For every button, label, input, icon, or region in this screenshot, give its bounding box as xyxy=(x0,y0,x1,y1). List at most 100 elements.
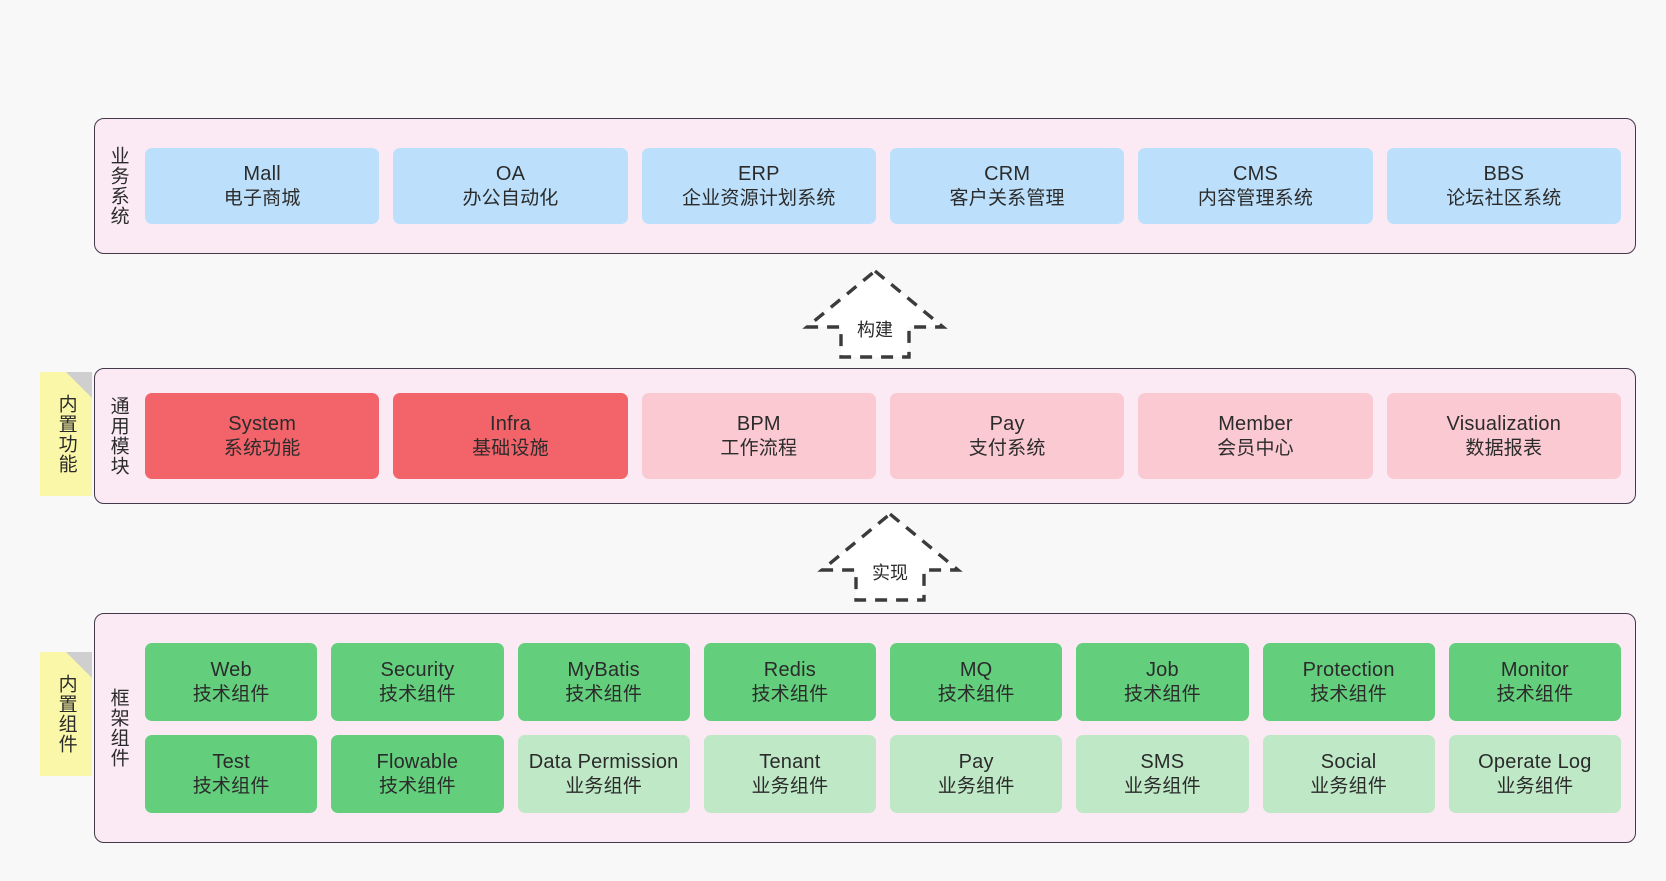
card-data-permission[interactable]: Data Permission 业务组件 xyxy=(517,735,690,813)
connector-label-implement: 实现 xyxy=(872,563,908,583)
card-subtitle: 技术组件 xyxy=(192,775,270,797)
note-fold-corner-icon xyxy=(66,372,92,398)
card-title: OA xyxy=(495,163,526,186)
card-title: Pay xyxy=(958,751,994,774)
card-subtitle: 系统功能 xyxy=(223,437,301,459)
card-subtitle: 客户关系管理 xyxy=(949,187,1065,209)
card-subtitle: 技术组件 xyxy=(751,683,829,705)
card-protection[interactable]: Protection 技术组件 xyxy=(1262,643,1435,721)
card-social[interactable]: Social 业务组件 xyxy=(1262,735,1435,813)
card-title: SMS xyxy=(1140,751,1185,774)
card-subtitle: 论坛社区系统 xyxy=(1446,187,1562,209)
card-subtitle: 业务组件 xyxy=(751,775,829,797)
layer-title-common-module: 通用模块 xyxy=(107,396,129,476)
card-web[interactable]: Web 技术组件 xyxy=(145,643,318,721)
card-cms[interactable]: CMS 内容管理系统 xyxy=(1138,148,1373,224)
card-pay-module[interactable]: Pay 支付系统 xyxy=(889,393,1125,479)
card-title: Redis xyxy=(763,659,816,682)
card-mall[interactable]: Mall 电子商城 xyxy=(145,148,380,224)
card-subtitle: 工作流程 xyxy=(720,437,798,459)
card-subtitle: 业务组件 xyxy=(937,775,1015,797)
sticky-note-builtin-component: 内置组件 xyxy=(40,652,92,776)
card-title: Infra xyxy=(489,413,531,436)
card-subtitle: 业务组件 xyxy=(1496,775,1574,797)
card-job[interactable]: Job 技术组件 xyxy=(1076,643,1249,721)
note-fold-corner-icon xyxy=(66,652,92,678)
card-flowable[interactable]: Flowable 技术组件 xyxy=(331,735,504,813)
card-subtitle: 企业资源计划系统 xyxy=(682,187,836,209)
card-subtitle: 技术组件 xyxy=(937,683,1015,705)
card-subtitle: 业务组件 xyxy=(1310,775,1388,797)
card-sms[interactable]: SMS 业务组件 xyxy=(1076,735,1249,813)
business-system-cards: Mall 电子商城 OA 办公自动化 ERP 企业资源计划系统 CRM 客户关系… xyxy=(141,119,1635,253)
connector-label-build: 构建 xyxy=(857,320,893,340)
card-title: Social xyxy=(1320,751,1377,774)
card-crm[interactable]: CRM 客户关系管理 xyxy=(889,148,1125,224)
note-label: 内置功能 xyxy=(55,394,77,474)
card-pay-component[interactable]: Pay 业务组件 xyxy=(890,735,1063,813)
card-mybatis[interactable]: MyBatis 技术组件 xyxy=(517,643,690,721)
card-title: System xyxy=(228,413,297,436)
card-title: CMS xyxy=(1232,163,1278,186)
card-oa[interactable]: OA 办公自动化 xyxy=(393,148,628,224)
card-mq[interactable]: MQ 技术组件 xyxy=(890,643,1063,721)
card-subtitle: 基础设施 xyxy=(472,437,549,459)
layer-title-business-system: 业务系统 xyxy=(107,146,129,226)
card-title: Flowable xyxy=(376,751,459,774)
card-monitor[interactable]: Monitor 技术组件 xyxy=(1448,643,1621,721)
card-redis[interactable]: Redis 技术组件 xyxy=(703,643,876,721)
card-visualization[interactable]: Visualization 数据报表 xyxy=(1386,393,1621,479)
card-security[interactable]: Security 技术组件 xyxy=(331,643,504,721)
connector-arrow-implement: 实现 xyxy=(815,508,965,603)
framework-row-technical: Web 技术组件 Security 技术组件 MyBatis 技术组件 Redi… xyxy=(145,643,1621,721)
card-subtitle: 会员中心 xyxy=(1217,437,1294,459)
card-bbs[interactable]: BBS 论坛社区系统 xyxy=(1386,148,1621,224)
card-subtitle: 技术组件 xyxy=(565,683,643,705)
connector-arrow-build: 构建 xyxy=(800,265,950,360)
card-title: Mall xyxy=(243,163,281,186)
card-bpm[interactable]: BPM 工作流程 xyxy=(641,393,876,479)
card-system[interactable]: System 系统功能 xyxy=(145,393,380,479)
framework-row-business: Test 技术组件 Flowable 技术组件 Data Permission … xyxy=(145,735,1621,813)
card-subtitle: 支付系统 xyxy=(968,437,1046,459)
layer-business-system: 业务系统 Mall 电子商城 OA 办公自动化 ERP 企业资源计划系统 CRM… xyxy=(94,118,1636,254)
card-title: Operate Log xyxy=(1478,751,1592,774)
card-subtitle: 内容管理系统 xyxy=(1197,187,1314,209)
sticky-note-builtin-function: 内置功能 xyxy=(40,372,92,496)
card-subtitle: 技术组件 xyxy=(1496,683,1574,705)
card-title: Visualization xyxy=(1446,413,1562,436)
card-infra[interactable]: Infra 基础设施 xyxy=(393,393,628,479)
card-title: CRM xyxy=(984,163,1031,186)
card-title: MQ xyxy=(959,659,993,682)
card-test[interactable]: Test 技术组件 xyxy=(145,735,318,813)
card-subtitle: 电子商城 xyxy=(223,187,301,209)
card-title: Web xyxy=(210,659,252,682)
card-title: Pay xyxy=(989,413,1025,436)
card-erp[interactable]: ERP 企业资源计划系统 xyxy=(641,148,876,224)
card-subtitle: 技术组件 xyxy=(192,683,270,705)
common-module-cards: System 系统功能 Infra 基础设施 BPM 工作流程 Pay 支付系统… xyxy=(141,369,1635,503)
card-member[interactable]: Member 会员中心 xyxy=(1138,393,1373,479)
card-subtitle: 办公自动化 xyxy=(462,187,559,209)
card-operate-log[interactable]: Operate Log 业务组件 xyxy=(1448,735,1621,813)
card-subtitle: 数据报表 xyxy=(1465,437,1543,459)
card-title: Data Permission xyxy=(528,751,679,774)
card-title: MyBatis xyxy=(567,659,640,682)
card-title: Tenant xyxy=(759,751,821,774)
card-subtitle: 技术组件 xyxy=(378,683,456,705)
card-subtitle: 技术组件 xyxy=(1123,683,1201,705)
card-subtitle: 技术组件 xyxy=(1310,683,1388,705)
layer-framework-component: 框架组件 Web 技术组件 Security 技术组件 MyBatis 技术组件… xyxy=(94,613,1636,843)
card-title: Security xyxy=(380,659,455,682)
layer-title-framework-component: 框架组件 xyxy=(107,688,129,768)
card-title: Member xyxy=(1218,413,1293,436)
card-subtitle: 技术组件 xyxy=(378,775,456,797)
card-title: Job xyxy=(1145,659,1179,682)
card-tenant[interactable]: Tenant 业务组件 xyxy=(703,735,876,813)
card-subtitle: 业务组件 xyxy=(565,775,643,797)
card-title: Test xyxy=(212,751,250,774)
card-title: Monitor xyxy=(1500,659,1569,682)
card-title: ERP xyxy=(737,163,780,186)
framework-component-cards: Web 技术组件 Security 技术组件 MyBatis 技术组件 Redi… xyxy=(141,614,1635,842)
